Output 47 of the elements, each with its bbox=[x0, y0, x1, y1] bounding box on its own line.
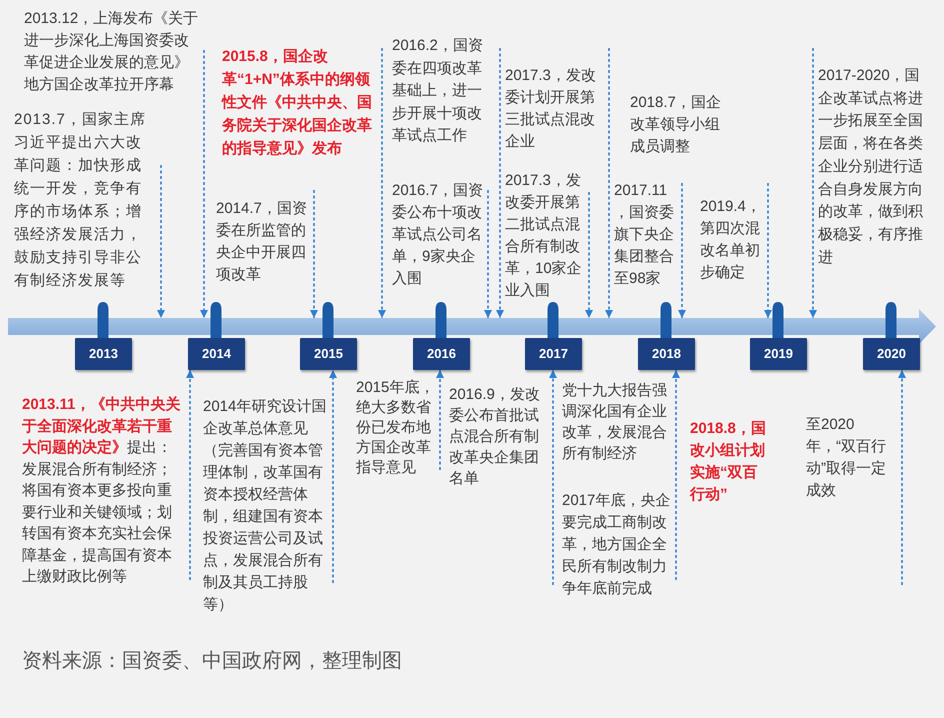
timeline-arrow-bar bbox=[8, 309, 936, 344]
dashed-arrow bbox=[585, 192, 593, 318]
dashed-arrow bbox=[186, 370, 194, 580]
event-text: 2018.8，国改小组计划实施“双百行动” bbox=[690, 419, 767, 505]
event-text: 2014年研究设计国企改革总体意见（完善国有资本管理体制，改革国有资本授权经营体制，组建国有资本投资运营公司及试点，发展混合所有制及其员工持股等） bbox=[203, 396, 329, 616]
year-box: 2017 bbox=[525, 338, 582, 370]
dashed-arrow bbox=[764, 183, 772, 318]
event-text: 2015年底，绝大多数省份已发布地方国企改革指导意见 bbox=[356, 378, 436, 478]
event-text: 2016.2，国资委在四项改革基础上，进一步开展十项改革试点工作 bbox=[392, 35, 496, 148]
dashed-arrow bbox=[310, 190, 318, 318]
event-text: 2015.8，国企改革“1+N”体系中的纲领性文件《中共中央、国务院关于深化国企改革的指导意见》发布 bbox=[222, 45, 378, 160]
event-text: 2019.4，第四次混改名单初步确定 bbox=[700, 196, 764, 284]
event-text: 2018.7，国企改革领导小组成员调整 bbox=[630, 93, 722, 157]
year-box: 2020 bbox=[863, 338, 920, 370]
year-box: 2013 bbox=[75, 338, 132, 370]
event-text: 2013.11，《中共中央关于全面深化改革若干重大问题的决定》提出：发展混合所有制经济；将国有资本更多投向重要行业和关键领域；划转国有资本充实社会保障基金，提高国有资本上缴财政比例等 bbox=[22, 394, 186, 588]
dashed-arrow bbox=[809, 48, 817, 318]
dashed-arrow bbox=[898, 370, 906, 585]
dashed-arrow bbox=[157, 165, 165, 318]
event-text: 2013.12，上海发布《关于进一步深化上海国资委改革促进企业发展的意见》地方国企改革拉开序幕 bbox=[24, 8, 200, 96]
source-note: 资料来源：国资委、中国政府网，整理制图 bbox=[22, 649, 402, 674]
event-text: 至2020年，“双百行动”取得一定成效 bbox=[806, 415, 887, 501]
event-text: 2017.3，发改委计划开展第三批试点混改企业 bbox=[505, 65, 605, 153]
dashed-arrow bbox=[329, 370, 337, 583]
dashed-arrow bbox=[496, 48, 504, 318]
dashed-arrow bbox=[549, 370, 557, 585]
year-box: 2015 bbox=[300, 338, 357, 370]
event-text: 党十九大报告强调深化国有企业改革，发展混合所有制经济 bbox=[562, 381, 668, 464]
event-text: 2016.9，发改委公布首批试点混合所有制改革央企集团名单 bbox=[449, 385, 541, 489]
dashed-arrow bbox=[605, 48, 613, 318]
dashed-arrow bbox=[672, 370, 680, 580]
dashed-arrow bbox=[678, 183, 686, 318]
event-text: 2017.11，国资委旗下央企集团整合至98家 bbox=[614, 180, 678, 290]
event-text: 2017.3，发改委开展第二批试点混合所有制改革，10家企业入围 bbox=[505, 170, 585, 302]
event-text: 2013.7，国家主席习近平提出六大改革问题：加快形成统一开发，竞争有序的市场体系；增强经济发展活力，鼓励支持引导非公有制经济发展等 bbox=[14, 108, 156, 292]
event-text: 2014.7，国资委在所监管的央企中开展四项改革 bbox=[216, 198, 310, 286]
event-text: 2017年底，央企要完成工商制改革，地方国企全民所有制改制力争年底前完成 bbox=[562, 490, 672, 600]
year-box: 2014 bbox=[188, 338, 245, 370]
dashed-arrow bbox=[378, 48, 386, 318]
dashed-arrow bbox=[484, 190, 492, 318]
year-box: 2018 bbox=[638, 338, 695, 370]
year-box: 2016 bbox=[413, 338, 470, 370]
year-box: 2019 bbox=[750, 338, 807, 370]
event-text: 2017-2020，国企改革试点将进一步拓展至全国层面，将在各类企业分别进行适合自身发展方向的改革，做到积极稳妥，有序推进 bbox=[818, 65, 930, 270]
event-text: 2016.7，国资委公布十项改革试点公司名单，9家央企入围 bbox=[392, 180, 484, 290]
dashed-arrow bbox=[200, 50, 208, 318]
dashed-arrow bbox=[436, 370, 444, 470]
